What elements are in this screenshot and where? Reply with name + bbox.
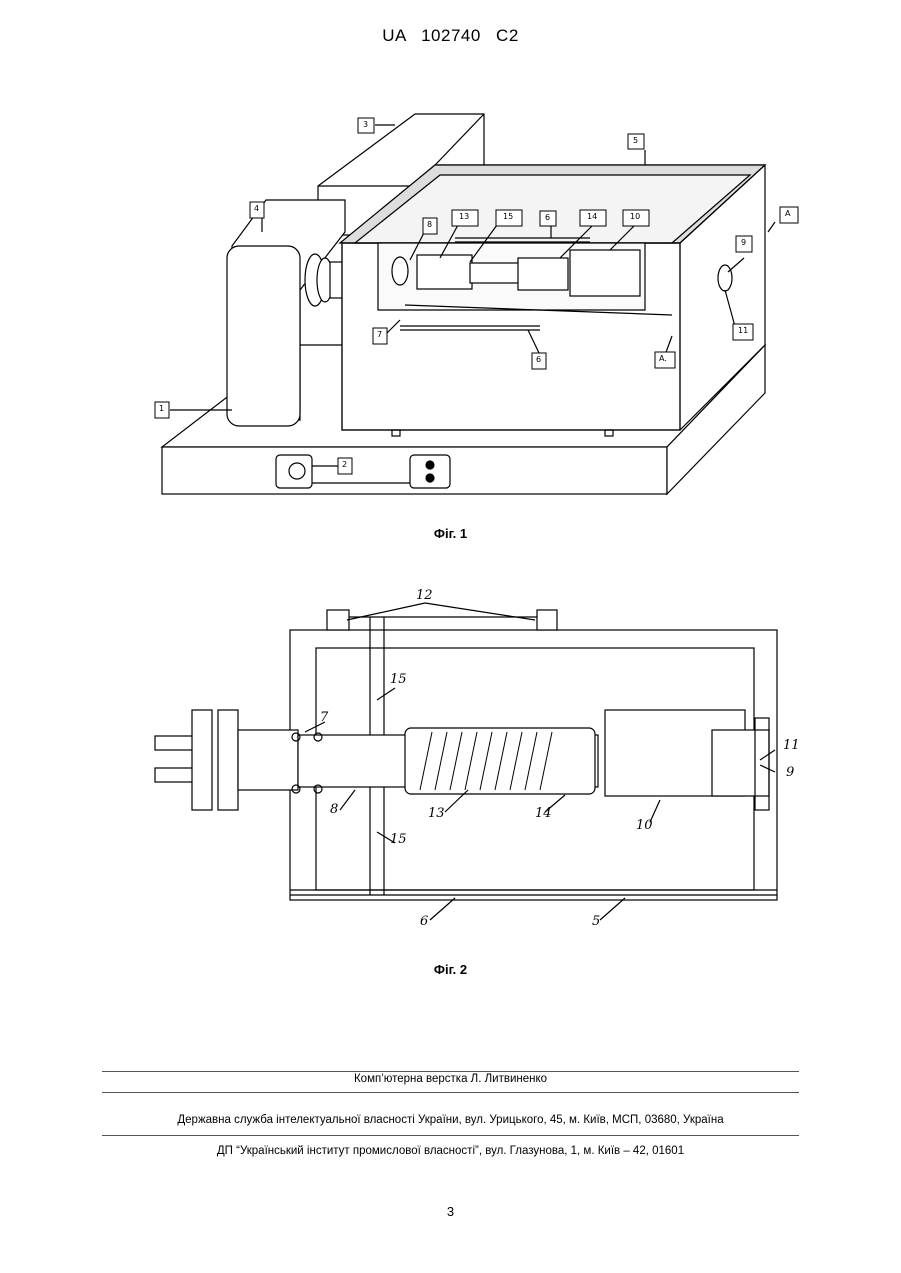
institute-address: ДП “Український інститут промислової вла… bbox=[0, 1145, 901, 1157]
agency-address: Державна служба інтелектуальної власност… bbox=[0, 1114, 901, 1126]
page-number: 3 bbox=[0, 1204, 901, 1219]
fig2-label-13: 13 bbox=[428, 806, 445, 821]
fig2-label-15-top: 15 bbox=[390, 672, 407, 687]
fig2-label-7: 7 bbox=[320, 710, 328, 725]
footer-rule-top bbox=[102, 1071, 799, 1072]
fig2-label-10: 10 bbox=[636, 818, 653, 833]
layout-credit: Комп’ютерна верстка Л. Литвиненко bbox=[0, 1073, 901, 1085]
footer-rule-bottom bbox=[102, 1135, 799, 1136]
footer-rule-middle bbox=[102, 1092, 799, 1093]
fig2-label-6: 6 bbox=[420, 914, 428, 929]
fig2-label-5: 5 bbox=[592, 914, 600, 929]
fig2-label-8: 8 bbox=[330, 802, 338, 817]
figure-2-drawing bbox=[0, 0, 901, 960]
fig2-label-9: 9 bbox=[786, 765, 794, 780]
fig2-label-14: 14 bbox=[535, 806, 552, 821]
figure-2-caption: Фіг. 2 bbox=[0, 962, 901, 977]
fig2-label-11: 11 bbox=[783, 738, 800, 753]
fig2-label-12: 12 bbox=[416, 588, 433, 603]
fig2-label-15-bottom: 15 bbox=[390, 832, 407, 847]
